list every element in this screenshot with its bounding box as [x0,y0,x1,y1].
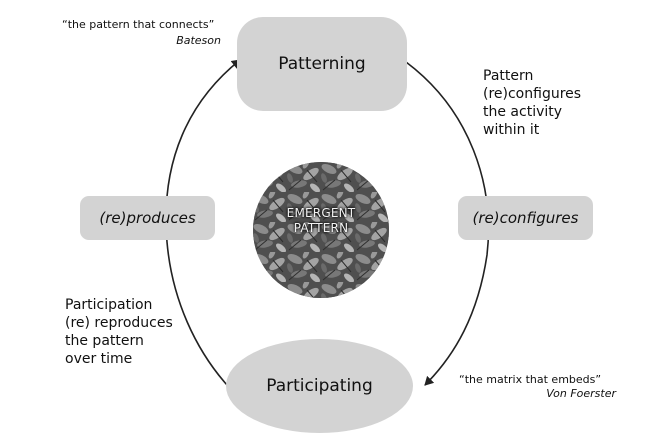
emergent-pattern-label: EMERGENT PATTERN [253,206,389,236]
note-left-line: over time [65,351,133,367]
reproduces-node: (re)produces [80,196,215,240]
arc-right-down [405,61,490,386]
bateson-attribution: Bateson [176,34,221,47]
note-right-line: the activity [483,104,563,120]
von-foerster-attribution: Von Foerster [546,387,616,400]
von-foerster-quote: “the matrix that embeds” [459,373,602,386]
patterning-node: Patterning [237,17,407,111]
center-line-2: PATTERN [293,221,349,235]
note-left-line: (re) reproduces [65,315,173,331]
patterning-label: Patterning [278,54,366,74]
note-left-line: Participation [65,297,153,313]
note-right-line: within it [483,122,540,138]
bateson-quote: “the pattern that connects” [62,18,215,31]
note-left-line: the pattern [65,333,144,349]
note-right-line: (re)configures [483,86,582,102]
pattern-configures-note: Pattern (re)configures the activity with… [483,67,581,139]
participation-reproduces-note: Participation (re) reproduces the patter… [65,296,173,368]
leaf-texture [253,162,389,298]
note-right-line: Pattern [483,68,534,84]
participating-node: Participating [226,339,413,433]
reconfigures-node: (re)configures [458,196,593,240]
arc-left-up [165,59,241,386]
reconfigures-label: (re)configures [472,209,579,227]
center-line-1: EMERGENT [286,206,356,220]
participating-label: Participating [266,376,373,396]
reproduces-label: (re)produces [99,209,196,227]
emergent-pattern-image: EMERGENT PATTERN [253,162,389,298]
